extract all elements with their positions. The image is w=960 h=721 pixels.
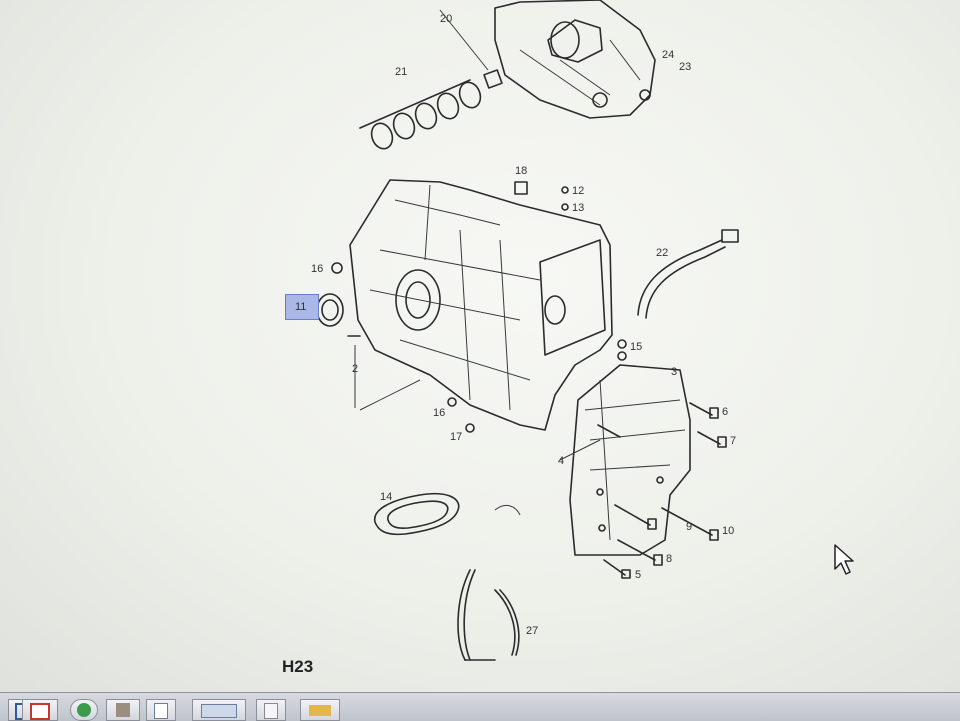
callout-label: 18 [515,165,527,177]
callout-label: 15 [630,341,642,353]
page-code: H23 [282,657,314,676]
part-21-shims [359,9,503,150]
callout-label: 22 [656,247,668,259]
callout-label: 21 [395,66,407,78]
parts-drawing: 20 21 24 23 18 12 13 22 16 15 2 3 16 6 1… [311,0,739,661]
part-22-hose [637,229,739,319]
clipboard-icon[interactable] [106,699,140,721]
callout-label: 12 [572,185,584,197]
main-housing [349,179,613,431]
callout-labels: 20 21 24 23 18 12 13 22 16 15 2 3 16 6 1… [311,13,736,637]
callout-label: 24 [662,49,674,61]
callout-label: 27 [526,625,538,637]
callout-label: 10 [722,525,734,537]
callout-label: 2 [352,363,358,375]
bolts [597,402,727,579]
callout-label: 17 [450,431,462,443]
side-cover [559,364,691,556]
callout-label: 4 [558,455,564,467]
chrome-icon[interactable] [70,699,98,721]
notepad-icon[interactable] [256,699,286,721]
callout-label: 6 [722,406,728,418]
callout-label: 16 [311,263,323,275]
folder-icon[interactable] [300,699,340,721]
callout-label: 16 [433,407,445,419]
part-20-cover [494,0,656,119]
small-parts [316,181,627,433]
part-27-seal-strip [457,569,520,661]
part-14-gasket [374,492,521,536]
callout-label: 3 [671,366,677,378]
window-icon[interactable] [192,699,246,721]
callout-label: 8 [666,553,672,565]
arrow-cursor-icon [834,544,854,575]
exploded-parts-diagram: 20 21 24 23 18 12 13 22 16 15 2 3 16 6 1… [311,0,739,661]
taskbar [0,692,960,721]
callout-label: 5 [635,569,641,581]
callout-label: 14 [380,491,392,503]
callout-label: 7 [730,435,736,447]
diagram-viewer: 20 21 24 23 18 12 13 22 16 15 2 3 16 6 1… [0,0,960,692]
pdf-icon[interactable] [22,699,58,721]
callout-label: 20 [440,13,452,25]
selected-callout-11[interactable]: 11 [285,294,319,320]
callout-label: 23 [679,61,691,73]
callout-label: 9 [686,521,692,533]
callout-label: 13 [572,202,584,214]
document-icon[interactable] [146,699,176,721]
